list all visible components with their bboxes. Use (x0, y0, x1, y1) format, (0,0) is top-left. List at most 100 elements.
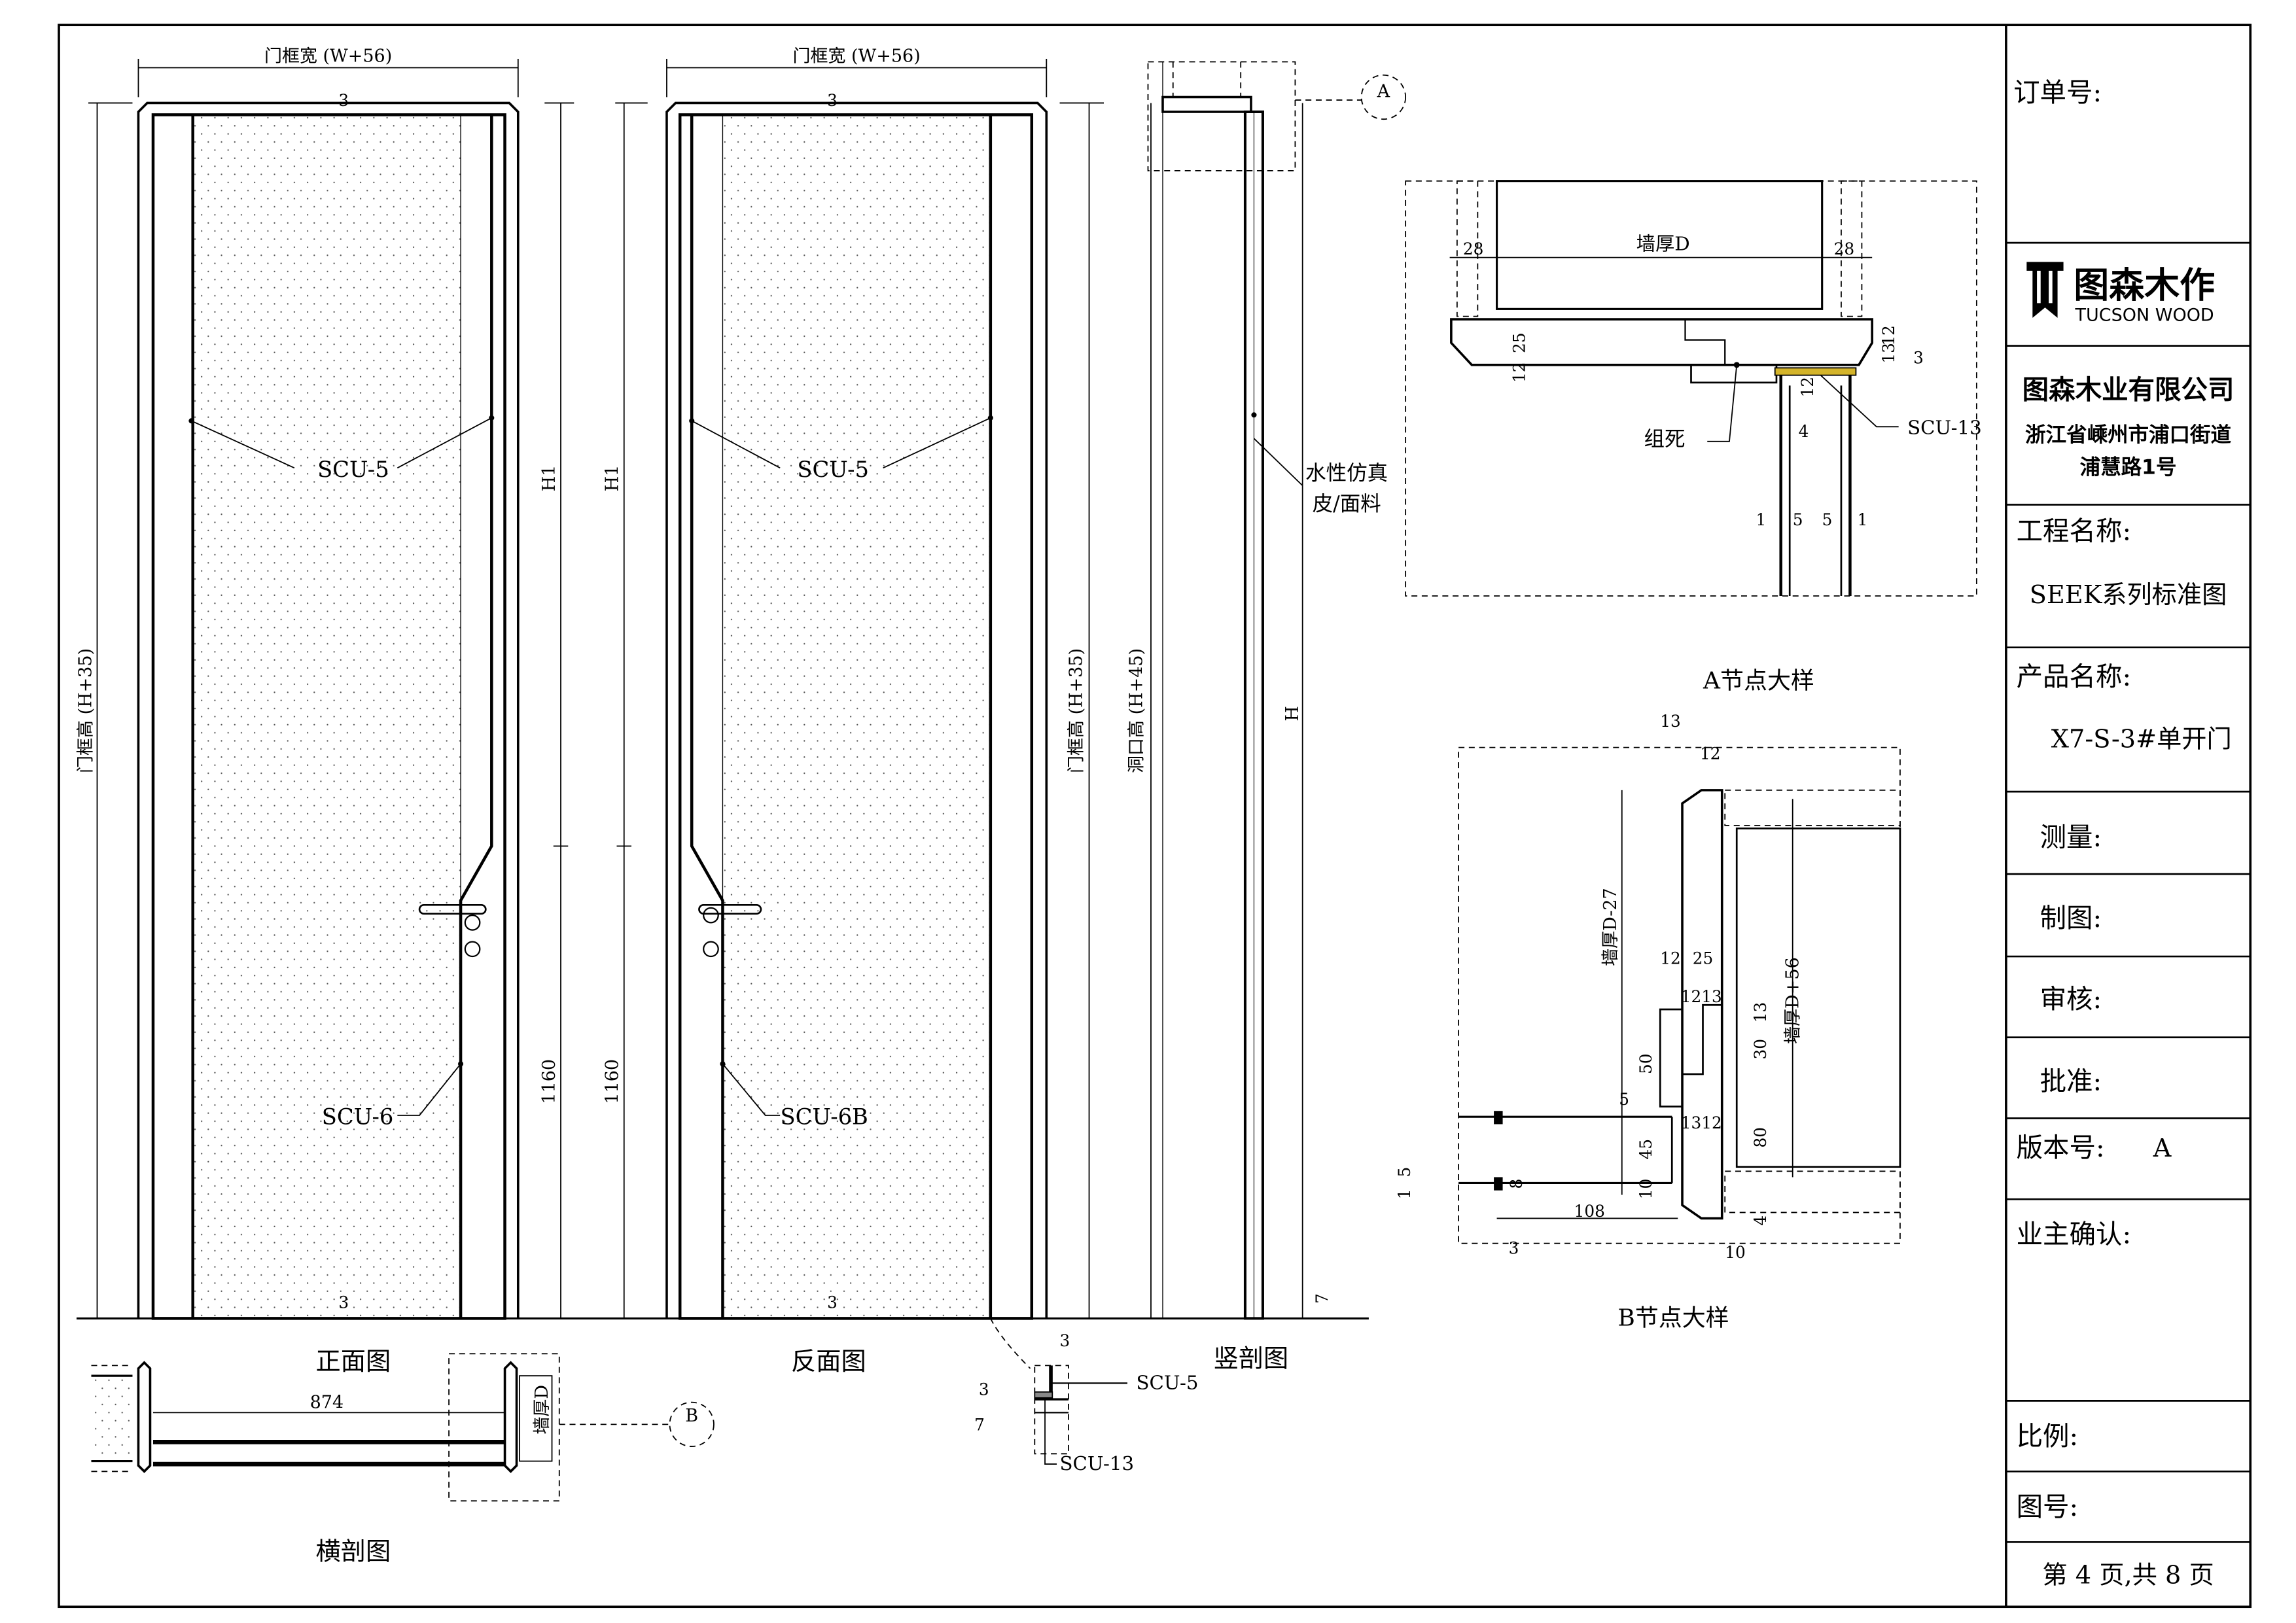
svg-text:TUCSON WOOD: TUCSON WOOD (2075, 305, 2214, 325)
address-line1: 浙江省嵊州市浦口街道 (2025, 423, 2231, 447)
back-h1: H1 (603, 465, 623, 492)
detail-b-12b: 12 (1681, 987, 1701, 1006)
detail-a-4: 4 (1799, 422, 1809, 441)
detail-b: 13 12 墙厚D-27 墙厚D+56 12 25 12 13 13 12 50… (1395, 712, 1901, 1332)
detail-b-10b: 10 (1725, 1243, 1745, 1262)
detail-b-5l: 5 (1395, 1167, 1414, 1178)
detail-a-12a: 12 (1510, 362, 1528, 382)
company-name: 图森木业有限公司 (2022, 374, 2234, 406)
detail-a-5b: 5 (1822, 510, 1833, 529)
hsection-wall: 墙厚D (532, 1385, 552, 1435)
scu13-profile (1774, 367, 1857, 376)
detail-a-12c: 12 (1798, 377, 1817, 397)
detail-b-108: 108 (1574, 1202, 1605, 1221)
front-1160: 1160 (539, 1059, 559, 1104)
detail-a-scu13: SCU-13 (1907, 417, 1982, 439)
back-callout-scu5: SCU-5 (797, 457, 869, 482)
detail-b-13r: 13 (1751, 1002, 1770, 1022)
title-block: 订单号: 图森木作 TUCSON WOOD 图森木业有限公司 浙江省嵊州市浦口街… (2005, 25, 2251, 1607)
version-value: A (2153, 1134, 2172, 1163)
measure-label: 测量: (2040, 821, 2102, 852)
detail-b-10: 10 (1636, 1179, 1655, 1199)
logo-mark-icon (2026, 262, 2064, 318)
detail-b-title: B节点大样 (1617, 1305, 1729, 1332)
detail-b-5: 5 (1619, 1090, 1629, 1109)
detail-a-12b: 12 (1879, 325, 1898, 345)
detail-b-45: 45 (1636, 1139, 1655, 1159)
company-logo: 图森木作 TUCSON WOOD (2026, 262, 2215, 325)
project-value: SEEK系列标准图 (2030, 581, 2227, 610)
page-indicator: 第 4 页,共 8 页 (2042, 1561, 2214, 1590)
detail-a-1b: 1 (1858, 510, 1868, 529)
product-value: X7-S-3#单开门 (2051, 725, 2232, 754)
detail-a-28-right: 28 (1834, 239, 1854, 258)
version-label: 版本号: (2017, 1132, 2105, 1163)
product-label: 产品名称: (2017, 661, 2132, 692)
detail-b-30: 30 (1751, 1039, 1770, 1059)
detail-a-3: 3 (1913, 349, 1924, 368)
material-line2: 皮/面料 (1313, 493, 1381, 516)
detail-a-28-left: 28 (1463, 239, 1483, 258)
marker-b: B (685, 1406, 698, 1426)
detail-b-80: 80 (1751, 1127, 1770, 1147)
front-view: 门框宽 (W+56) 门框高 (H+35) H1 1160 3 3 SCU-5 … (75, 46, 1369, 1376)
drawing-no-label: 图号: (2017, 1491, 2079, 1522)
detail-a-wall: 墙厚D (1636, 232, 1690, 254)
project-label: 工程名称: (2017, 515, 2132, 547)
sheet-border (58, 24, 2252, 1609)
address-line2: 浦慧路1号 (2080, 455, 2177, 479)
detail-b-12: 12 (1700, 744, 1720, 763)
small-scu13: SCU-13 (1060, 1452, 1135, 1475)
detail-a-title: A节点大样 (1703, 668, 1814, 695)
detail-a: 墙厚D 28 28 25 12 12 13 3 12 4 1 5 5 1 组死 … (1405, 180, 1982, 695)
marker-a-circle (1360, 74, 1407, 120)
detail-b-12a: 12 (1660, 949, 1680, 968)
back-dim-bottom: 3 (827, 1293, 838, 1312)
detail-b-12c: 12 (1701, 1113, 1722, 1132)
detail-b-25: 25 (1693, 949, 1713, 968)
detail-a-13: 13 (1879, 343, 1898, 363)
detail-b-3: 3 (1509, 1238, 1519, 1257)
vertical-dim-7: 7 (1313, 1293, 1332, 1304)
front-height-dim: 门框高 (H+35) (75, 648, 96, 773)
material-line1: 水性仿真 (1305, 461, 1388, 485)
front-view-title: 正面图 (316, 1348, 391, 1376)
front-callout-scu5: SCU-5 (317, 457, 389, 482)
detail-b-50: 50 (1636, 1054, 1655, 1074)
back-view-title: 反面图 (791, 1348, 866, 1376)
marker-b-circle (669, 1401, 715, 1447)
detail-b-4: 4 (1751, 1215, 1770, 1226)
small-dim-3a: 3 (1060, 1331, 1070, 1350)
drawn-label: 制图: (2040, 902, 2102, 934)
detail-b-8: 8 (1507, 1179, 1526, 1189)
detail-b-1: 1 (1395, 1189, 1414, 1199)
front-callout-scu6: SCU-6 (322, 1104, 394, 1129)
front-h1: H1 (539, 465, 559, 492)
back-dim-top: 3 (827, 91, 838, 110)
small-dim-7: 7 (974, 1415, 985, 1434)
back-callout-scu6b: SCU-6B (780, 1104, 868, 1129)
small-dim-3b: 3 (979, 1380, 989, 1399)
vertical-section: A 水性仿真 皮/面料 H 7 竖剖图 (1147, 61, 1407, 1374)
small-scu5: SCU-5 (1137, 1371, 1199, 1393)
detail-b-wall-plus: 墙厚D+56 (1783, 957, 1803, 1044)
detail-b-13b: 13 (1701, 987, 1722, 1006)
back-opening-dim: 洞口高 (H+45) (1127, 648, 1147, 773)
horizontal-section-title: 横剖图 (316, 1537, 391, 1566)
detail-a-25: 25 (1510, 332, 1528, 353)
owner-confirm-label: 业主确认: (2017, 1219, 2132, 1250)
review-label: 审核: (2040, 983, 2102, 1015)
back-width-dim: 门框宽 (W+56) (792, 46, 920, 66)
hsection-874: 874 (310, 1393, 344, 1413)
detail-a-5a: 5 (1793, 510, 1803, 529)
vertical-section-title: 竖剖图 (1214, 1345, 1289, 1374)
horizontal-section: 874 墙厚D B 横剖图 (91, 1353, 715, 1566)
scale-label: 比例: (2017, 1420, 2079, 1452)
back-height-dim: 门框高 (H+35) (1066, 648, 1086, 773)
approve-label: 批准: (2040, 1066, 2102, 1097)
front-dim-bottom: 3 (338, 1293, 349, 1312)
back-1160: 1160 (603, 1059, 623, 1104)
svg-text:图森木作: 图森木作 (2074, 264, 2215, 305)
vertical-h: H (1282, 706, 1303, 722)
